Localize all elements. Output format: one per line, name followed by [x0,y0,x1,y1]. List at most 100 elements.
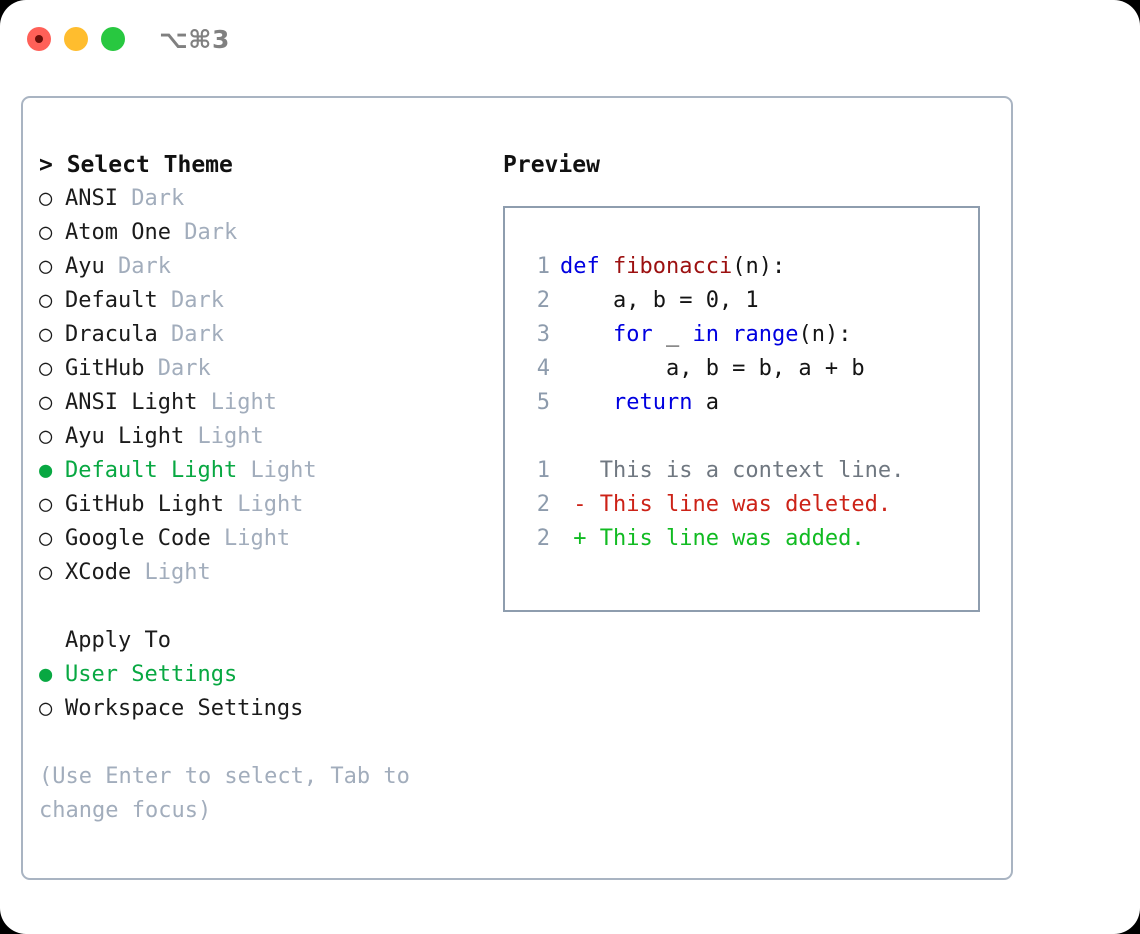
hint-spacer [39,726,469,760]
theme-list-item[interactable]: ○ ANSI Dark [39,182,469,216]
theme-name: Dracula [65,322,158,347]
code-token [560,322,613,347]
page-title-text: Select Theme [66,152,233,178]
radio-unselected-icon: ○ [39,424,53,449]
code-token [719,322,732,347]
theme-variant-label: Dark [184,220,238,245]
theme-list-item[interactable]: ●Default Light Light [39,454,469,488]
apply-to-item[interactable]: ○ Workspace Settings [39,692,469,726]
radio-unselected-icon: ○ [39,322,53,347]
theme-list-item[interactable]: ○ GitHub Light Light [39,488,469,522]
code-token: (n): [732,254,786,279]
page-title: > Select Theme [39,148,469,182]
theme-picker-panel: > Select Theme ○ANSI Dark○Atom One Dark○… [21,96,1013,880]
theme-list-item[interactable]: ○ Atom One Dark [39,216,469,250]
radio-unselected-icon: ○ [39,526,53,551]
theme-name: GitHub [65,356,145,381]
line-number: 1 [536,254,550,279]
line-number: 2 [536,492,550,517]
theme-name: ANSI [65,186,118,211]
code-line: 1 def fibonacci(n): [524,250,904,284]
code-blank-line [524,420,904,454]
radio-unselected-icon: ○ [39,288,53,313]
code-token: _ [652,322,693,347]
theme-name: Default [65,288,158,313]
code-token: a [692,390,719,415]
apply-to-heading: Apply To [65,628,171,653]
close-button[interactable] [27,27,51,51]
theme-variant-label: Light [144,560,211,585]
line-number: 3 [536,322,550,347]
theme-variant-label: Light [237,492,304,517]
code-token: def [560,254,613,279]
code-line: 4 a, b = b, a + b [524,352,904,386]
theme-variant-label: Light [197,424,264,449]
radio-unselected-icon: ○ [39,560,53,585]
theme-list-item[interactable]: ○Ayu Dark [39,250,469,284]
list-spacer [39,590,469,624]
theme-name: Atom One [65,220,171,245]
radio-unselected-icon: ○ [39,696,53,721]
diff-text: This is a context line. [560,458,905,483]
diff-lines: 1 This is a context line.2 - This line w… [524,454,905,556]
theme-variant-label: Dark [118,254,171,279]
code-token: a, b = 0, 1 [560,288,759,313]
theme-list-item[interactable]: ○ Default Dark [39,284,469,318]
diff-line: 2 + This line was added. [524,522,904,556]
minimize-button[interactable] [64,27,88,51]
radio-unselected-icon: ○ [39,186,53,211]
theme-variant-label: Dark [157,356,211,381]
code-line: 2 a, b = 0, 1 [524,284,904,318]
code-token: for [612,322,653,347]
code-token: fibonacci [612,254,733,279]
line-number: 2 [536,288,550,313]
theme-name: ANSI Light [65,390,198,415]
keyboard-shortcut-label: ⌥⌘3 [159,24,230,54]
line-number: 5 [536,390,550,415]
theme-list-item[interactable]: ○ANSI Light Light [39,386,469,420]
radio-unselected-icon: ○ [39,220,53,245]
apply-to-label: User Settings [65,662,238,687]
code-token: (n): [798,322,852,347]
code-token: in [692,322,719,347]
code-token: range [732,322,799,347]
apply-to-label: Workspace Settings [65,696,304,721]
diff-line: 2 - This line was deleted. [524,488,904,522]
code-token [560,390,613,415]
theme-name: Google Code [65,526,211,551]
code-line: 5 return a [524,386,904,420]
apply-to-list: ● User Settings ○ Workspace Settings [39,658,469,726]
radio-selected-icon: ● [39,662,53,687]
theme-list-item[interactable]: ○ XCode Light [39,556,469,590]
theme-list-item[interactable]: ○ Google Code Light [39,522,469,556]
radio-unselected-icon: ○ [39,492,53,517]
theme-variant-label: Light [250,458,317,483]
diff-text: + This line was added. [560,526,865,551]
theme-variant-label: Light [210,390,277,415]
theme-name: GitHub Light [65,492,224,517]
prompt-caret: > [39,152,67,178]
theme-variant-label: Dark [170,288,224,313]
theme-name: Ayu Light [65,424,185,449]
apply-to-item[interactable]: ● User Settings [39,658,469,692]
line-number: 2 [536,526,550,551]
keyboard-hint: (Use Enter to select, Tab to change focu… [39,764,424,823]
theme-name: XCode [65,560,132,585]
theme-list-item[interactable]: ○GitHub Dark [39,352,469,386]
theme-name: Ayu [65,254,105,279]
theme-list-item[interactable]: ○ Dracula Dark [39,318,469,352]
theme-list-item[interactable]: ○ Ayu Light Light [39,420,469,454]
theme-variant-label: Light [223,526,291,551]
preview-heading: Preview [503,152,600,178]
theme-variant-label: Dark [131,186,185,211]
line-number: 4 [536,356,550,381]
traffic-lights [27,27,125,51]
radio-selected-icon: ● [39,458,53,483]
zoom-button[interactable] [101,27,125,51]
theme-variant-label: Dark [170,322,224,347]
